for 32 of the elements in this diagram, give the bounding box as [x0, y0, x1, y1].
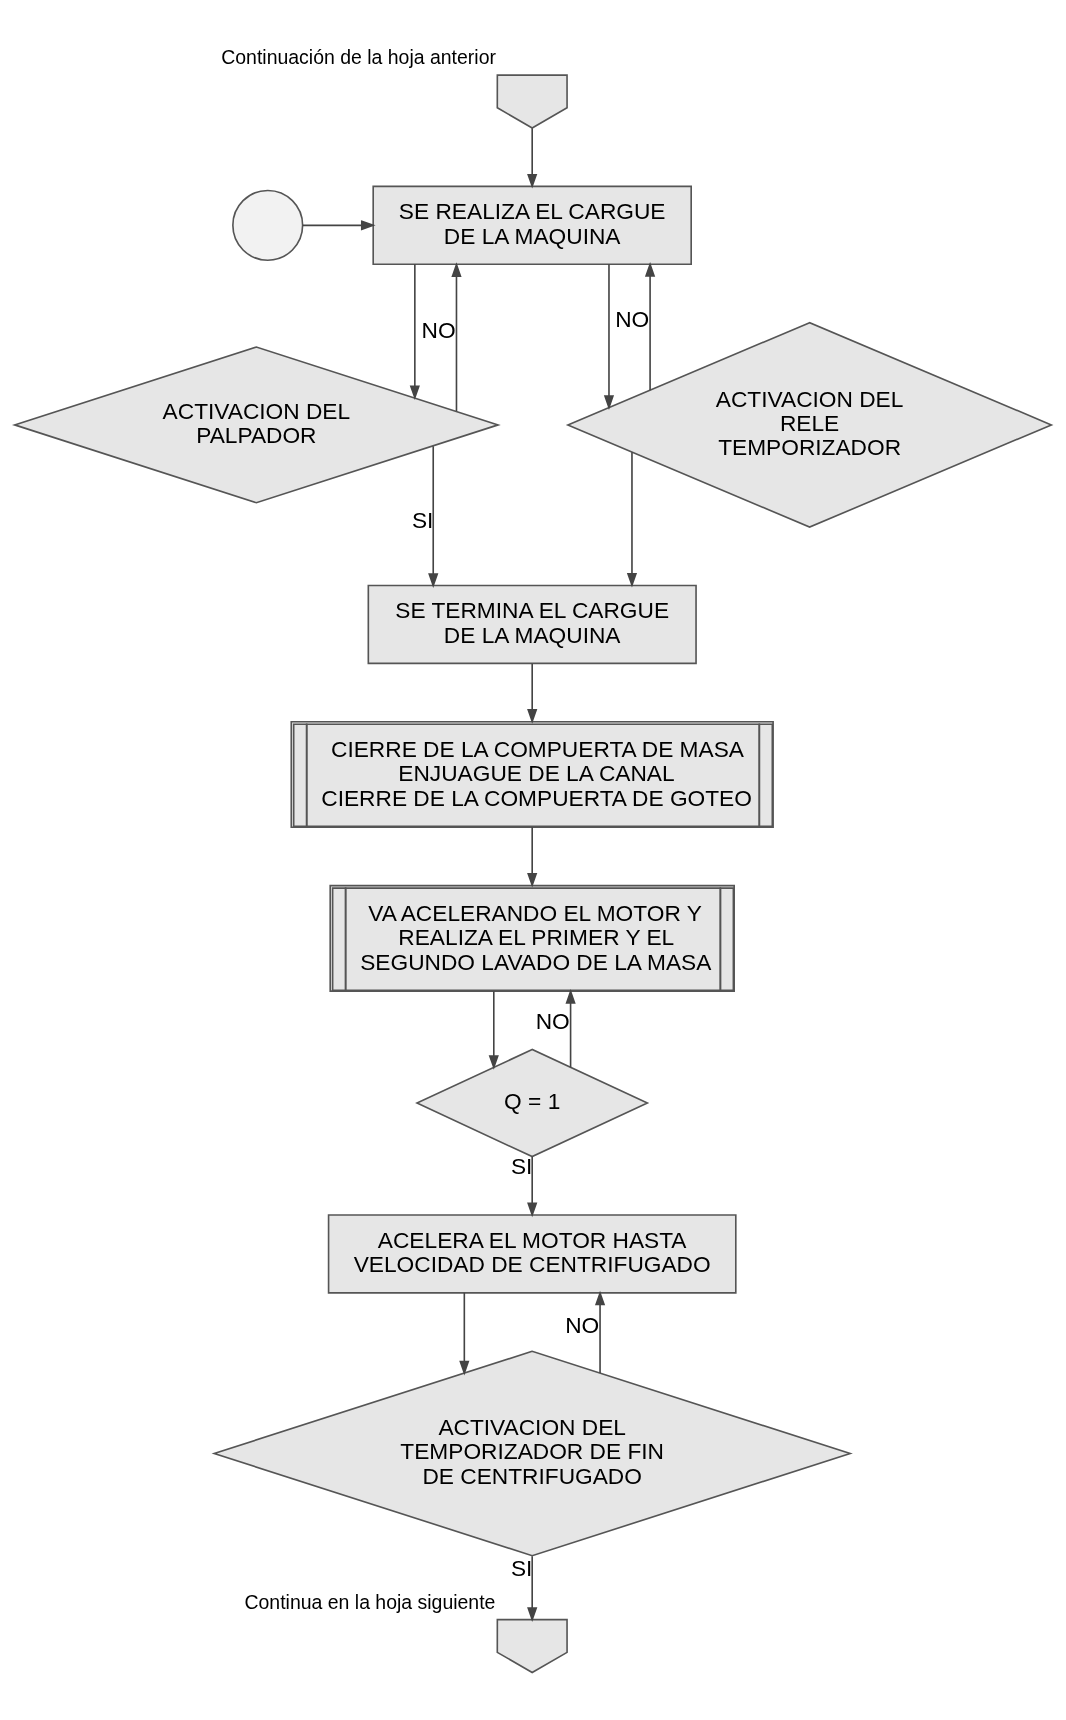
arrow: [451, 261, 462, 412]
arrow: [302, 219, 376, 230]
arrow: [527, 1554, 538, 1622]
arrow: [459, 1291, 470, 1375]
arrow: [594, 1290, 606, 1374]
node-pentagon: [496, 73, 568, 129]
arrow: [527, 1155, 538, 1217]
arrow: [603, 262, 615, 410]
node-diamond: Q = 1: [415, 1048, 650, 1157]
arrow: [565, 988, 576, 1068]
arrow: [644, 261, 656, 391]
node-label: Continua en la hoja siguiente: [244, 1590, 496, 1613]
node-diamond: ACTIVACION DEL TEMPORIZADOR DE FIN DE CENTRIFUGADO: [211, 1349, 853, 1557]
edge-label: SI: [411, 506, 434, 533]
edge-label: NO: [535, 1007, 570, 1034]
arrow: [428, 444, 439, 588]
arrow: [488, 990, 499, 1070]
arrow: [527, 126, 538, 189]
edge-label: NO: [421, 316, 456, 342]
arrow: [527, 825, 538, 888]
arrow: [626, 450, 638, 588]
node-diamond: ACTIVACION DEL PALPADOR: [12, 345, 501, 504]
node-box: SE TERMINA EL CARGUE DE LA MAQUINA: [367, 584, 697, 664]
node-pentagon: [496, 1618, 568, 1673]
node-circle: [232, 189, 304, 261]
arrow: [527, 662, 538, 724]
node-label: Continuación de la hoja anterior: [221, 45, 496, 68]
node-box: SE REALIZA EL CARGUE DE LA MAQUINA: [372, 185, 692, 265]
edge-label: NO: [565, 1311, 600, 1338]
edge-label: SI: [510, 1554, 533, 1581]
node-box: ACELERA EL MOTOR HASTA VELOCIDAD DE CENTRIFUGADO: [327, 1213, 737, 1294]
arrow: [409, 262, 420, 400]
